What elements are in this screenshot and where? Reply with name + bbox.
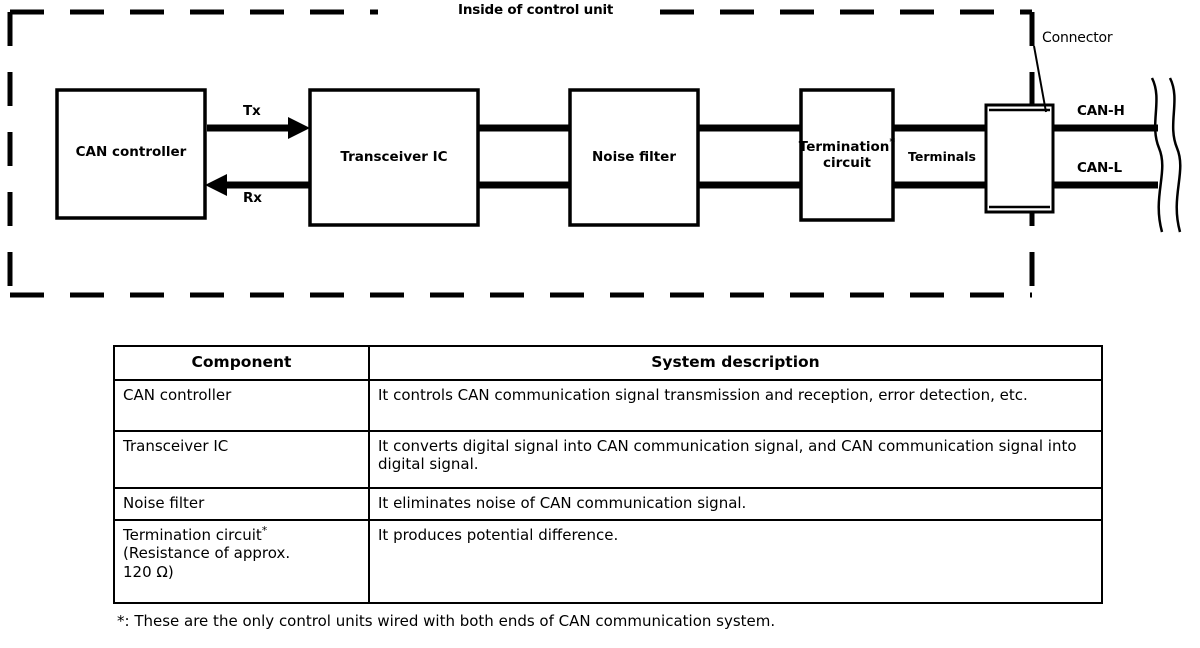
callout-label-connector: Connector xyxy=(1042,30,1113,46)
tx-arrow-head xyxy=(288,117,310,139)
cell-component-line1: Termination circuit xyxy=(123,525,262,544)
harness-wave-left xyxy=(1150,77,1164,233)
termination-asterisk: * xyxy=(889,135,896,149)
cell-component-asterisk: * xyxy=(261,523,268,537)
cell-component: CAN controller xyxy=(113,378,370,432)
block-connector xyxy=(984,103,1055,214)
block-label-terminals: Terminals xyxy=(908,149,976,164)
cell-component: Transceiver IC xyxy=(113,429,370,489)
diagram-canvas xyxy=(7,9,1182,298)
block-noise-filter xyxy=(568,88,700,227)
cell-component-line2: (Resistance of approx. xyxy=(123,544,291,563)
cell-component-line3: 120 Ω) xyxy=(123,563,174,582)
cell-description: It eliminates noise of CAN communication… xyxy=(368,486,1103,521)
enclosure-title: Inside of control unit xyxy=(458,2,614,18)
cell-description: It produces potential difference. xyxy=(368,518,1103,604)
connector-callout-leader xyxy=(1033,45,1047,113)
component-description-table: Component System description CAN control… xyxy=(113,345,1103,604)
table-row: Transceiver IC It converts digital signa… xyxy=(113,429,1103,489)
block-label-noise-filter: Noise filter xyxy=(592,149,676,165)
table-row: Noise filter It eliminates noise of CAN … xyxy=(113,486,1103,521)
footnote-text: *: These are the only control units wire… xyxy=(117,612,776,630)
block-transceiver-ic xyxy=(308,88,480,227)
cell-component: Noise filter xyxy=(113,486,370,521)
termination-line1: Termination xyxy=(798,139,890,155)
block-label-transceiver-ic: Transceiver IC xyxy=(340,149,448,165)
cell-description: It controls CAN communication signal tra… xyxy=(368,378,1103,432)
bus-label-can-low: CAN-L xyxy=(1077,160,1122,176)
table-row: CAN controller It controls CAN communica… xyxy=(113,378,1103,432)
column-header-component: Component xyxy=(113,345,370,381)
signal-label-rx: Rx xyxy=(243,190,262,206)
rx-arrow-head xyxy=(205,174,227,196)
block-can-controller xyxy=(55,88,207,220)
cell-description: It converts digital signal into CAN comm… xyxy=(368,429,1103,489)
can-block-diagram: Inside of control unit CAN controller Tr… xyxy=(0,0,1200,310)
block-termination-circuit xyxy=(799,88,895,222)
bus-label-can-high: CAN-H xyxy=(1077,103,1125,119)
block-label-can-controller: CAN controller xyxy=(75,144,187,160)
cell-component: Termination circuit* (Resistance of appr… xyxy=(113,518,370,604)
harness-wave-right xyxy=(1168,77,1182,233)
table-row: Termination circuit* (Resistance of appr… xyxy=(113,518,1103,604)
column-header-description: System description xyxy=(368,345,1103,381)
component-description-table-wrap: Component System description CAN control… xyxy=(113,345,1103,604)
block-label-termination-circuit: Termination* circuit xyxy=(795,137,899,171)
signal-label-tx: Tx xyxy=(243,103,261,119)
termination-line2: circuit xyxy=(823,154,871,171)
table-header-row: Component System description xyxy=(113,345,1103,381)
